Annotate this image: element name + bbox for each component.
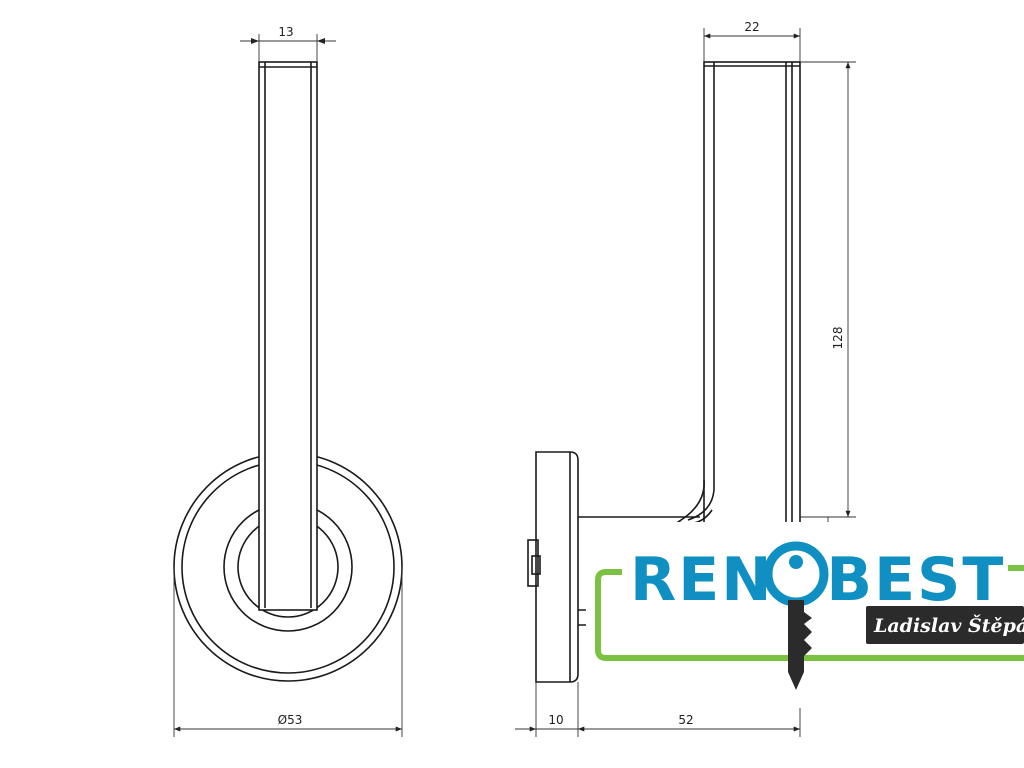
dim-height: 128 <box>831 327 845 350</box>
dim-front-width: 13 <box>278 25 293 39</box>
dim-projection: 52 <box>678 713 693 727</box>
key-icon <box>763 541 829 690</box>
logo-green-frame <box>595 569 1024 661</box>
front-view: 13 Ø53 <box>173 25 403 737</box>
logo-owner-text: Ladislav Štěpán <box>873 614 1024 637</box>
rose-plate-side <box>535 451 579 683</box>
dim-side-width: 22 <box>744 20 759 34</box>
logo-owner-badge <box>866 606 1024 644</box>
dim-rose-diameter: Ø53 <box>278 713 303 727</box>
lever-front-body <box>258 61 318 611</box>
renobest-logo: RENOBEST Ladislav Štěpán <box>586 522 1024 708</box>
dim-rose-depth: 10 <box>548 713 563 727</box>
